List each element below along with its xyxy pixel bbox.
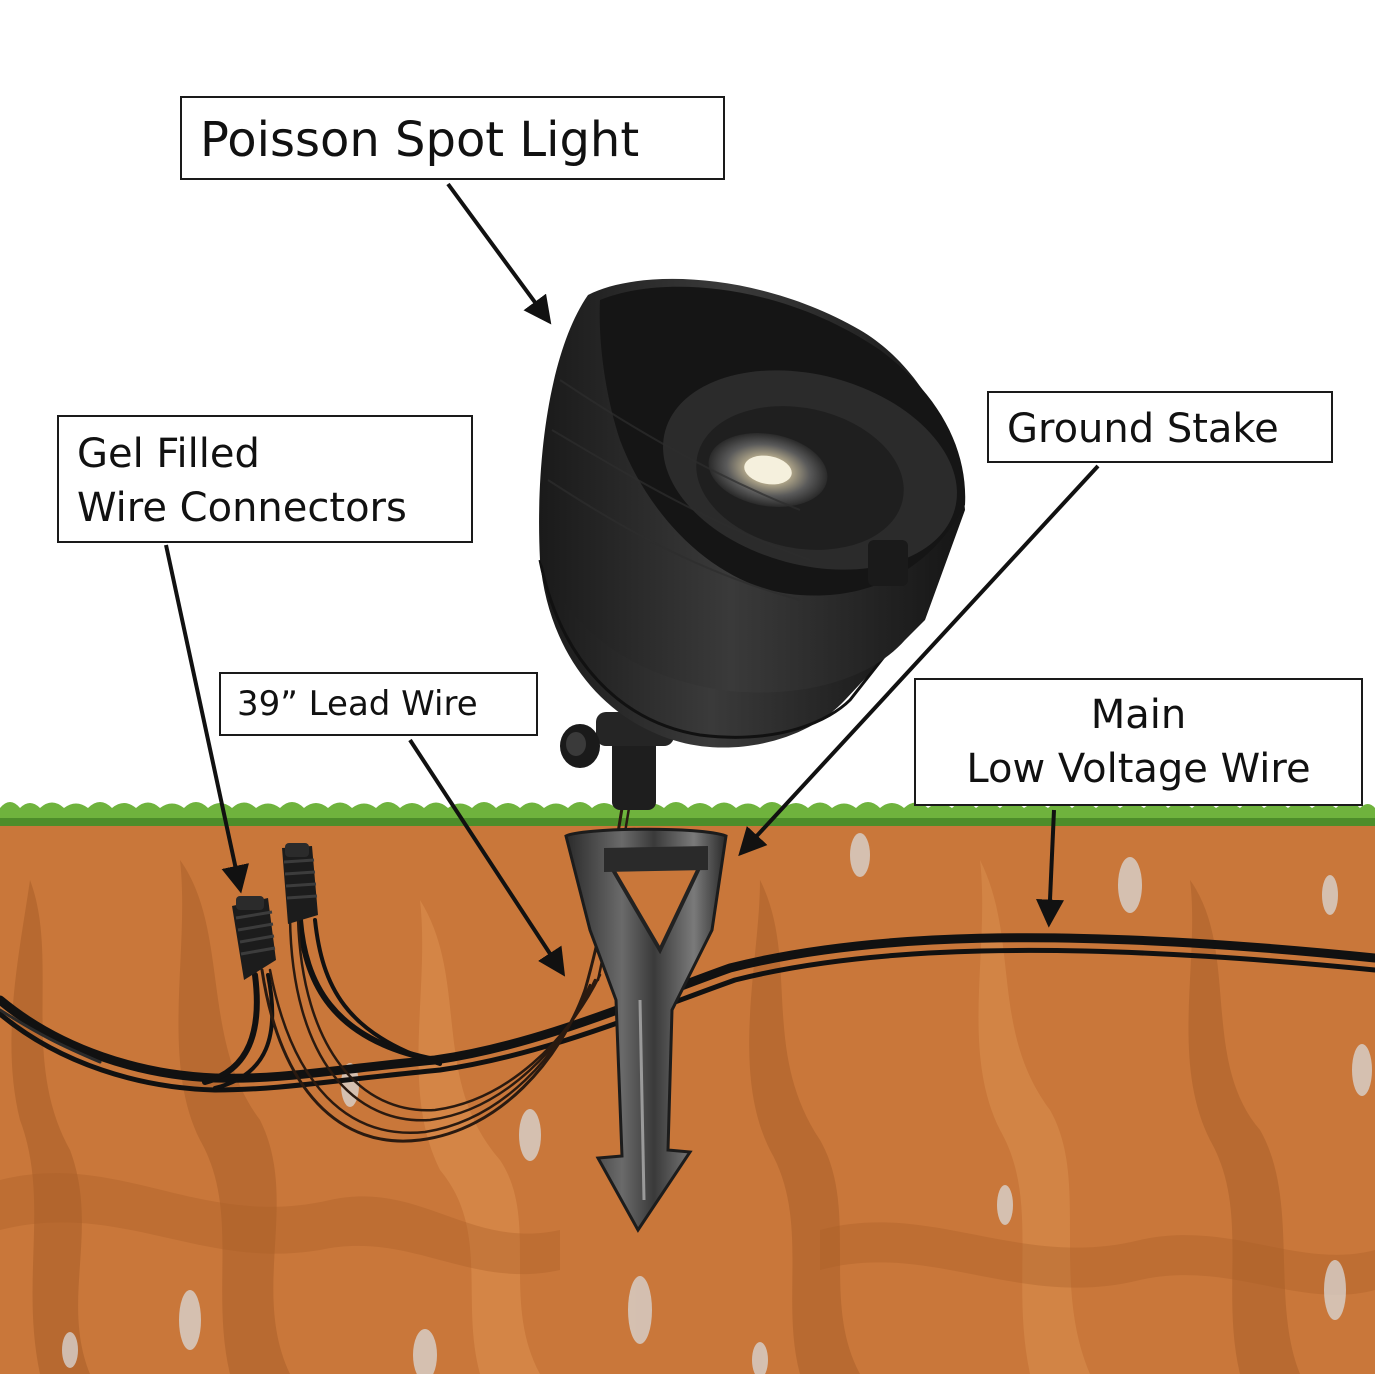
arrow-ground-stake — [738, 464, 1100, 857]
stones — [62, 833, 1372, 1374]
label-ground-stake-text: Ground Stake — [1007, 406, 1279, 452]
label-wire-connectors-line2: Wire Connectors — [77, 485, 407, 531]
leader-arrows — [164, 182, 1100, 977]
arrow-wire-connectors — [164, 544, 249, 894]
spot-light-fixture — [538, 278, 966, 810]
arrow-lead-wire — [408, 738, 566, 977]
ground-stake — [564, 827, 728, 1233]
label-wire-connectors: Gel Filled Wire Connectors — [57, 415, 473, 543]
arrow-main-wire — [1036, 809, 1064, 928]
label-lead-wire: 39” Lead Wire — [219, 672, 538, 736]
label-main-wire-line2: Low Voltage Wire — [966, 746, 1311, 792]
arrow-spot-light — [446, 182, 552, 325]
wiring — [0, 788, 1375, 1143]
label-main-wire-line1: Main — [1090, 692, 1187, 738]
label-wire-connectors-line1: Gel Filled — [77, 431, 260, 477]
wire-connector-1 — [232, 896, 276, 980]
label-lead-wire-text: 39” Lead Wire — [237, 684, 478, 724]
label-spot-light-text: Poisson Spot Light — [200, 112, 640, 168]
label-ground-stake: Ground Stake — [987, 391, 1333, 463]
label-main-wire: Main Low Voltage Wire — [914, 678, 1363, 806]
wire-connector-2 — [282, 843, 318, 924]
grass-strip — [0, 802, 1375, 826]
label-spot-light: Poisson Spot Light — [180, 96, 725, 180]
